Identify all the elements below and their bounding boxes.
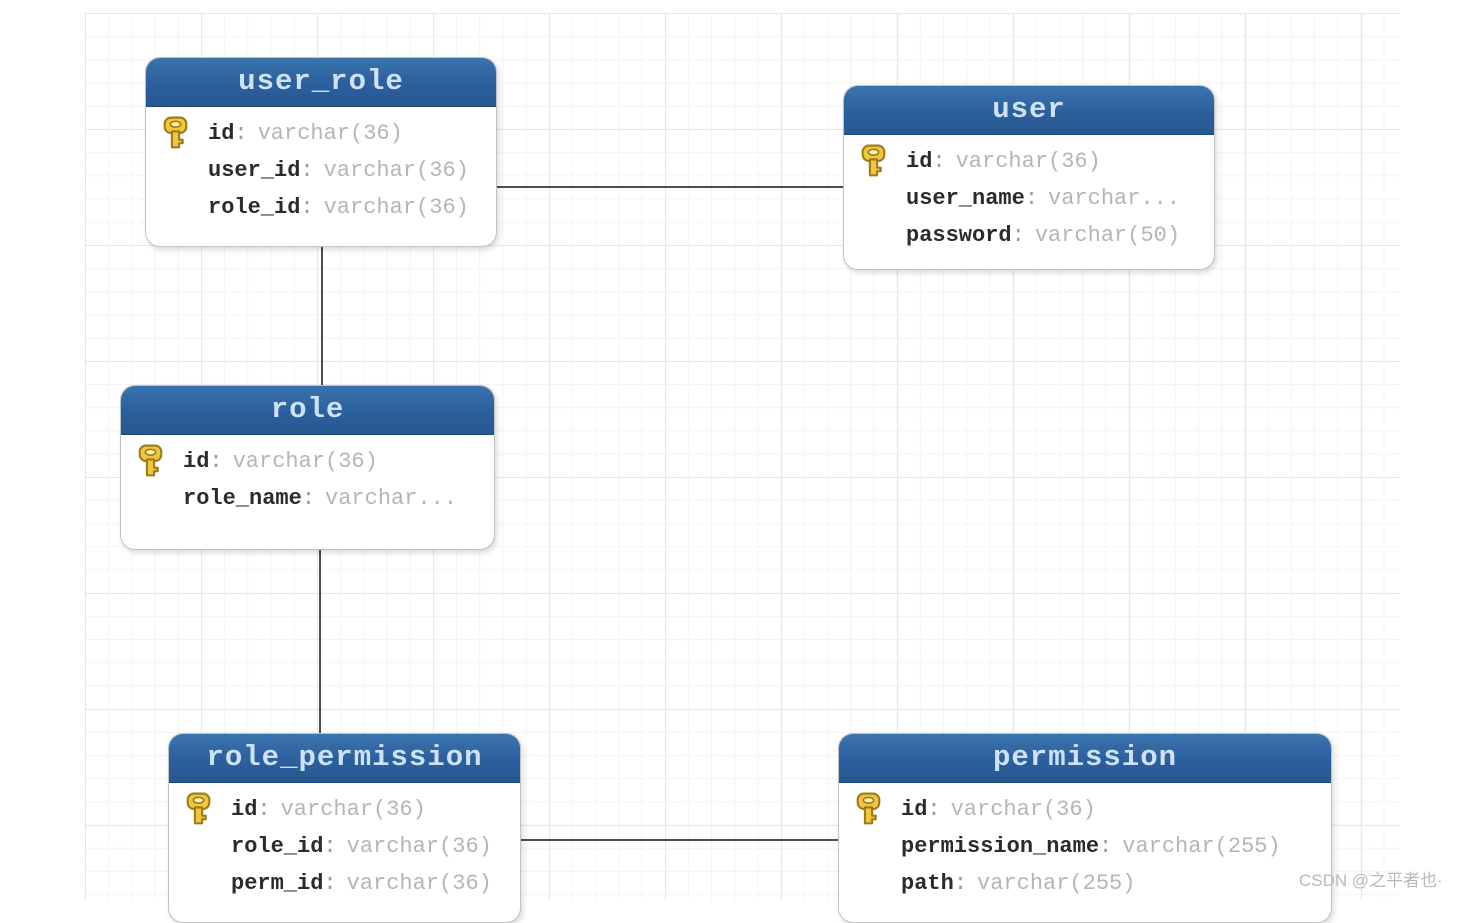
entity-user-body: id: varchar(36) user_name: varchar... pa…	[844, 135, 1214, 254]
field-name: path	[901, 871, 954, 896]
field-row-user-password[interactable]: password: varchar(50)	[844, 217, 1214, 254]
field-name: perm_id	[231, 871, 324, 896]
field-type: varchar(36)	[257, 121, 403, 146]
relation-line-role-role_permission[interactable]	[319, 550, 321, 733]
entity-user_role[interactable]: user_role id: varchar(36) user_id: varch…	[145, 57, 497, 247]
primary-key-icon	[162, 116, 208, 151]
entity-user_role-body: id: varchar(36) user_id: varchar(36) rol…	[146, 107, 496, 226]
field-separator: :	[257, 797, 271, 822]
relation-line-user_role-user[interactable]	[497, 186, 843, 188]
field-separator: :	[323, 834, 337, 859]
primary-key-icon	[855, 792, 901, 827]
entity-role_permission-body: id: varchar(36) role_id: varchar(36) per…	[169, 783, 520, 902]
field-separator: :	[209, 449, 223, 474]
field-row-user_role-id[interactable]: id: varchar(36)	[146, 115, 496, 152]
field-type: varchar(36)	[950, 797, 1096, 822]
field-row-user-user_name[interactable]: user_name: varchar...	[844, 180, 1214, 217]
field-separator: :	[1099, 834, 1113, 859]
entity-role_permission-title: role_permission	[206, 741, 483, 774]
field-name: id	[906, 149, 933, 174]
field-type: varchar(255)	[1122, 834, 1281, 859]
entity-user-title: user	[992, 93, 1066, 126]
primary-key-icon	[137, 444, 183, 479]
field-row-role-id[interactable]: id: varchar(36)	[121, 443, 494, 480]
entity-user_role-header[interactable]: user_role	[146, 58, 496, 107]
entity-permission-title: permission	[992, 741, 1178, 774]
entity-role-header[interactable]: role	[121, 386, 494, 435]
field-separator: :	[323, 871, 337, 896]
field-separator: :	[300, 195, 314, 220]
relation-line-role_permission-permission[interactable]	[521, 839, 838, 841]
field-separator: :	[301, 486, 316, 511]
field-row-role-role_name[interactable]: role_name: varchar...	[121, 480, 494, 517]
relation-line-user_role-role[interactable]	[321, 247, 323, 385]
field-row-role_permission-role_id[interactable]: role_id: varchar(36)	[169, 828, 520, 865]
field-name: user_id	[208, 158, 301, 183]
field-name: role_name	[183, 486, 302, 511]
field-type: varchar...	[325, 486, 458, 511]
primary-key-icon	[860, 144, 906, 179]
field-row-role_permission-id[interactable]: id: varchar(36)	[169, 791, 520, 828]
field-type: varchar(255)	[977, 871, 1136, 896]
entity-role[interactable]: role id: varchar(36) role_name: varchar.…	[120, 385, 495, 550]
field-name: permission_name	[901, 834, 1100, 859]
entity-user_role-title: user_role	[238, 65, 404, 98]
field-type: varchar...	[1048, 186, 1181, 211]
field-type: varchar(36)	[323, 158, 469, 183]
field-type: varchar(36)	[955, 149, 1101, 174]
field-row-user_role-user_id[interactable]: user_id: varchar(36)	[146, 152, 496, 189]
field-name: role_id	[208, 195, 301, 220]
field-type: varchar(36)	[346, 834, 492, 859]
field-name: id	[231, 797, 258, 822]
field-row-user_role-role_id[interactable]: role_id: varchar(36)	[146, 189, 496, 226]
field-type: varchar(36)	[232, 449, 378, 474]
field-name: password	[906, 223, 1012, 248]
entity-permission[interactable]: permission id: varchar(36) permission_na…	[838, 733, 1332, 923]
entity-role_permission[interactable]: role_permission id: varchar(36) role_id:…	[168, 733, 521, 923]
entity-role-body: id: varchar(36) role_name: varchar...	[121, 435, 494, 517]
field-separator: :	[953, 871, 968, 896]
field-type: varchar(36)	[346, 871, 492, 896]
field-separator: :	[927, 797, 941, 822]
field-name: role_id	[231, 834, 324, 859]
field-row-permission-id[interactable]: id: varchar(36)	[839, 791, 1331, 828]
entity-role_permission-header[interactable]: role_permission	[169, 734, 520, 783]
field-row-permission-path[interactable]: path: varchar(255)	[839, 865, 1331, 902]
entity-role-title: role	[270, 393, 345, 426]
field-separator: :	[1011, 223, 1025, 248]
entity-permission-header[interactable]: permission	[839, 734, 1331, 783]
entity-user-header[interactable]: user	[844, 86, 1214, 135]
field-type: varchar(50)	[1034, 223, 1181, 248]
field-name: id	[208, 121, 235, 146]
entity-permission-body: id: varchar(36) permission_name: varchar…	[839, 783, 1331, 902]
primary-key-icon	[185, 792, 231, 827]
field-separator: :	[932, 149, 946, 174]
field-separator: :	[1024, 186, 1039, 211]
field-type: varchar(36)	[280, 797, 426, 822]
field-name: user_name	[906, 186, 1025, 211]
field-name: id	[901, 797, 928, 822]
erd-diagram-screen: user_role id: varchar(36) user_id: varch…	[85, 13, 1443, 923]
field-separator: :	[300, 158, 314, 183]
field-row-permission-permission_name[interactable]: permission_name: varchar(255)	[839, 828, 1331, 865]
field-type: varchar(36)	[323, 195, 469, 220]
csdn-watermark: CSDN @之平者也·	[1299, 871, 1443, 890]
field-row-user-id[interactable]: id: varchar(36)	[844, 143, 1214, 180]
field-row-role_permission-perm_id[interactable]: perm_id: varchar(36)	[169, 865, 520, 902]
field-separator: :	[234, 121, 248, 146]
entity-user[interactable]: user id: varchar(36) user_name: varchar.…	[843, 85, 1215, 270]
field-name: id	[183, 449, 210, 474]
